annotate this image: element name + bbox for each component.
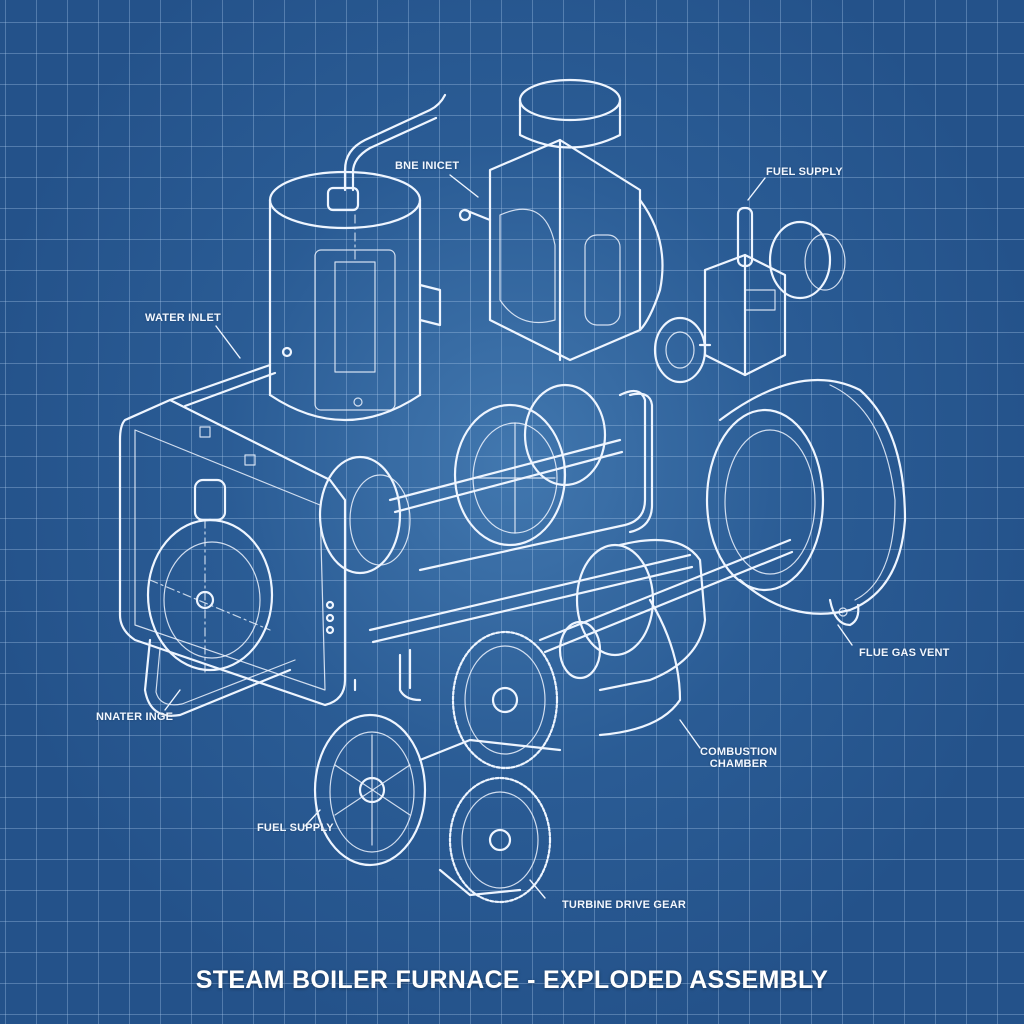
shaft-flywheel-component: [318, 383, 694, 644]
fuel-valve-component: [653, 206, 846, 384]
front-panel-component: [118, 363, 347, 717]
label-fuel-supply-bottom: FUEL SUPPLY: [257, 822, 334, 834]
label-combustion-chamber-line1: COMBUSTION: [700, 746, 778, 758]
flue-bell-housing-component: [705, 378, 907, 627]
label-combustion-chamber: COMBUSTION CHAMBER: [700, 746, 777, 770]
label-leader-lines: [164, 174, 853, 899]
label-water-inlet-lower: NNATER INGE: [96, 711, 174, 723]
housing-block-component: [458, 78, 664, 362]
drive-gears-component: [313, 630, 562, 904]
water-tank-component: [268, 93, 447, 422]
label-flue-gas-vent: FLUE GAS VENT: [859, 647, 950, 659]
label-turbine-drive-gear: TURBINE DRIVE GEAR: [562, 899, 686, 911]
label-water-inlet: WATER INLET: [145, 312, 221, 324]
label-fuel-supply-top: FUEL SUPPLY: [766, 166, 843, 178]
diagram-title: STEAM BOILER FURNACE - EXPLODED ASSEMBLY: [195, 966, 829, 994]
label-bne-inlet: BNE INICET: [395, 160, 460, 172]
label-combustion-chamber-line2: CHAMBER: [709, 758, 768, 770]
combustion-chamber-component: [538, 538, 794, 737]
